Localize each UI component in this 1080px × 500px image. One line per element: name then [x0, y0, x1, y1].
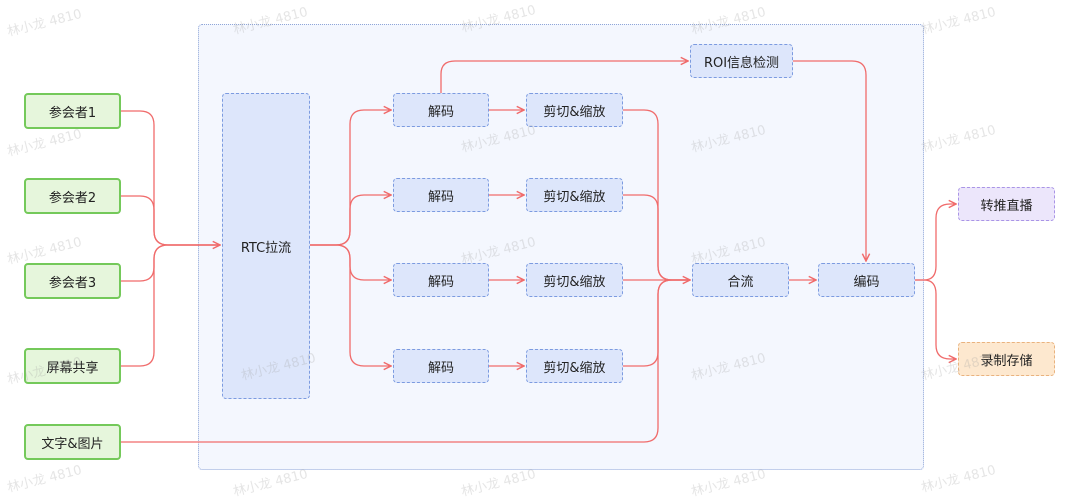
- node-decode-1: 解码: [393, 93, 489, 127]
- node-push-live: 转推直播: [958, 187, 1055, 221]
- node-rtc-pull: RTC拉流: [222, 93, 310, 399]
- node-roi-detect: ROI信息检测: [690, 44, 793, 78]
- node-record-storage: 录制存储: [958, 342, 1055, 376]
- watermark: 林小龙 4810: [919, 4, 998, 38]
- node-text-image: 文字&图片: [24, 424, 121, 460]
- node-screen-share: 屏幕共享: [24, 348, 121, 384]
- node-decode-4: 解码: [393, 349, 489, 383]
- node-participant-2: 参会者2: [24, 178, 121, 214]
- node-crop-scale-3: 剪切&缩放: [526, 263, 623, 297]
- watermark: 林小龙 4810: [919, 462, 998, 496]
- node-decode-3: 解码: [393, 263, 489, 297]
- node-decode-2: 解码: [393, 178, 489, 212]
- watermark: 林小龙 4810: [5, 6, 84, 40]
- node-participant-3: 参会者3: [24, 263, 121, 299]
- node-merge: 合流: [692, 263, 789, 297]
- watermark: 林小龙 4810: [919, 122, 998, 156]
- node-encode: 编码: [818, 263, 915, 297]
- node-crop-scale-2: 剪切&缩放: [526, 178, 623, 212]
- node-crop-scale-4: 剪切&缩放: [526, 349, 623, 383]
- node-participant-1: 参会者1: [24, 93, 121, 129]
- watermark: 林小龙 4810: [5, 462, 84, 496]
- node-crop-scale-1: 剪切&缩放: [526, 93, 623, 127]
